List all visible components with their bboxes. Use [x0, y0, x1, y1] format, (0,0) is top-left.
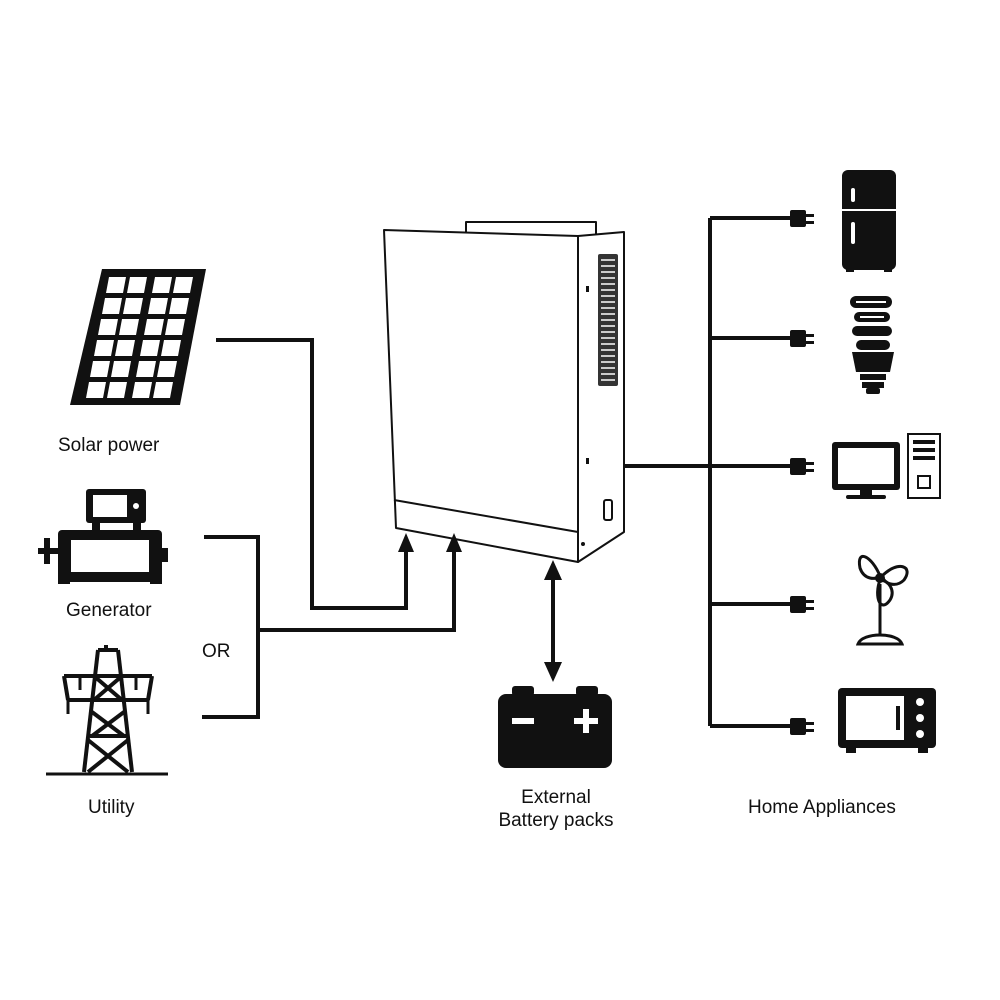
battery-label-line1: External: [521, 787, 591, 808]
solar-panel-icon: [70, 269, 206, 405]
battery-label-line2: Battery packs: [498, 810, 614, 831]
plug-connectors: [790, 210, 814, 735]
fan-icon: [855, 554, 909, 646]
solar-power-label: Solar power: [58, 435, 160, 456]
generator-wire: [202, 535, 260, 719]
wiring: [202, 216, 790, 728]
light-bulb-icon: [850, 296, 894, 394]
inverter-unit: [383, 221, 625, 563]
utility-label: Utility: [88, 797, 135, 818]
input-arrows: [398, 533, 462, 552]
plug-icon: [790, 330, 814, 347]
ac-input-wire: [258, 548, 456, 632]
ac-arrow: [446, 533, 462, 552]
plug-icon: [790, 596, 814, 613]
plug-icon: [790, 458, 814, 475]
microwave-icon: [838, 688, 936, 753]
solar-wire: [216, 338, 408, 610]
home-appliances-label: Home Appliances: [748, 797, 896, 818]
refrigerator-icon: [842, 170, 896, 272]
battery-double-arrow: [544, 560, 562, 682]
plug-icon: [790, 210, 814, 227]
battery-icon: [498, 686, 612, 768]
generator-icon: [38, 489, 168, 584]
solar-arrow: [398, 533, 414, 552]
battery-packs-label: External Battery packs: [476, 786, 636, 832]
computer-icon: [832, 433, 941, 499]
generator-label: Generator: [66, 600, 152, 621]
plug-icon: [790, 718, 814, 735]
power-tower-icon: [46, 645, 168, 776]
or-label: OR: [202, 641, 231, 662]
